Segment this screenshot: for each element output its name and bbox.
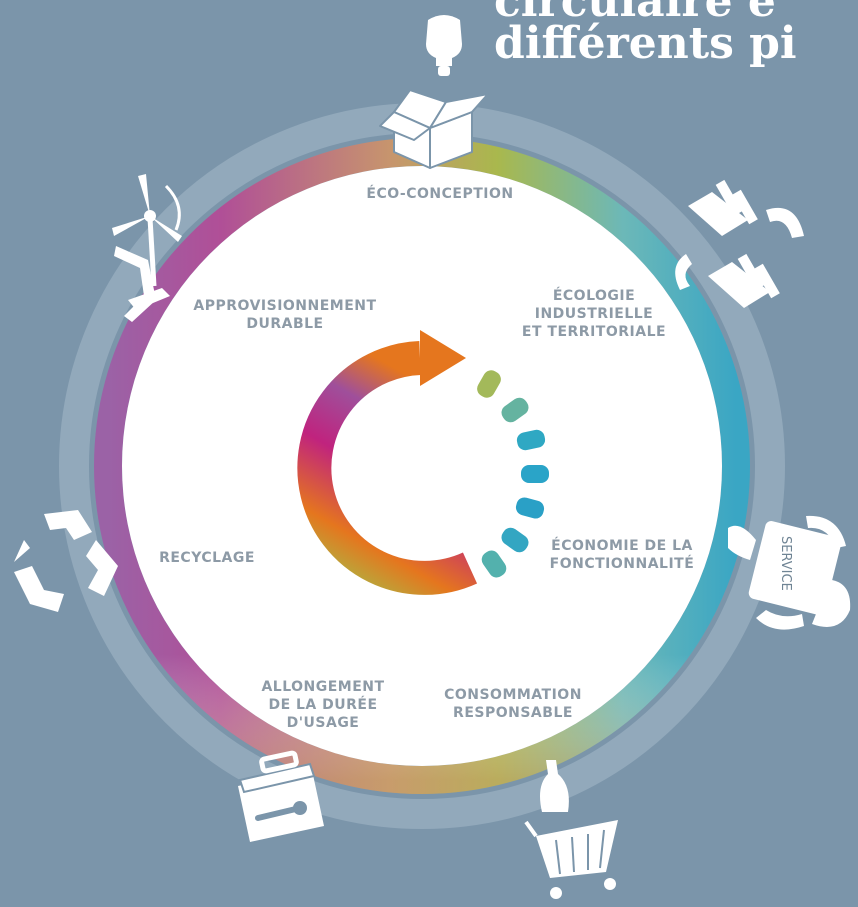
cycle-dot [477,370,501,398]
cycle-dots [477,370,549,578]
toolbox-icon [238,750,324,842]
recycle-icon [14,510,118,612]
pillar-label-economie-fonctionnalite: ÉCONOMIE DE LA FONCTIONNALITÉ [549,538,695,572]
cycle-dot [515,497,545,519]
box-icon [379,89,489,169]
lightbulb-icon [426,15,462,76]
title-line-2: différents pi [494,18,797,69]
shopping-cart-icon [524,760,618,899]
inner-disc [122,166,722,766]
title-line-1: circulaire e [494,0,776,27]
pillar-label-approvisionnement: APPROVISIONNEMENT DURABLE [193,298,377,332]
pillar-label-recyclage: RECYCLAGE [159,550,255,566]
cycle-dot [501,397,529,423]
service-card-label: SERVICE [778,536,793,591]
cycle-dot [481,550,507,578]
cycle-arrow [297,330,478,595]
service-card-icon: SERVICE [728,515,851,630]
cycle-dot [501,527,529,553]
pillar-label-allongement: ALLONGEMENT DE LA DURÉE D'USAGE [261,679,385,731]
cycle-dot [521,465,549,483]
factory-icon [675,179,804,308]
pillar-label-eco-conception: ÉCO-CONCEPTION [366,186,514,202]
pillar-label-ecologie-industrielle: ÉCOLOGIE INDUSTRIELLE ET TERRITORIALE [521,288,667,340]
pillar-label-consommation-responsable: CONSOMMATION RESPONSABLE [444,687,582,721]
cycle-dot [516,429,546,451]
wind-turbine-icon [112,174,182,322]
